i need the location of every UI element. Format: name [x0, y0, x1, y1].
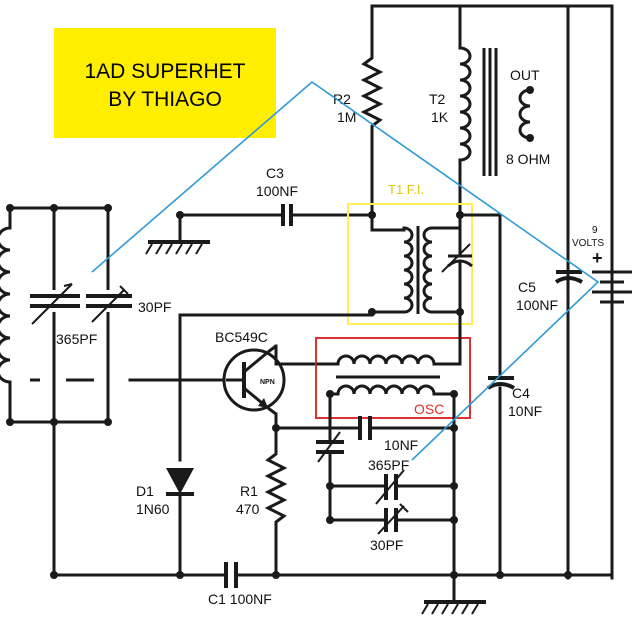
r1-resistor — [264, 426, 288, 577]
t1-label: T1 F.I. — [388, 182, 424, 197]
osc-cap-label: 10NF — [384, 437, 418, 453]
gang-link-line — [91, 80, 600, 461]
collector-wire — [274, 344, 320, 366]
r2-value: 1M — [337, 109, 356, 125]
r2-resistor — [360, 38, 384, 217]
loop-trimmer-label: 30PF — [138, 299, 171, 315]
c4-wire — [458, 213, 502, 378]
d1-value: 1N60 — [136, 501, 170, 517]
c3-name: C3 — [266, 165, 284, 181]
ground-symbol-main — [421, 600, 486, 615]
c5-name: C5 — [518, 279, 536, 295]
npn-label: NPN — [260, 379, 275, 386]
c4-value: 10NF — [508, 403, 542, 419]
osc-label: OSC — [414, 401, 444, 417]
osc-var-trim-label: 30PF — [370, 537, 403, 553]
bc549c-transistor — [222, 344, 286, 416]
osc-trimmer-left — [316, 392, 344, 522]
r1-value: 470 — [236, 501, 260, 517]
loop-main-label: 365PF — [56, 331, 97, 347]
battery — [592, 270, 632, 304]
osc-tuning-capacitor — [326, 469, 458, 505]
trimmer-capacitor-loop — [86, 285, 132, 323]
top-rail — [370, 4, 614, 580]
c1-capacitor — [224, 562, 238, 588]
tuning-capacitor-main — [30, 283, 80, 325]
c4-capacitor — [486, 376, 515, 577]
t2-name: T2 — [429, 91, 446, 107]
speaker-label: 8 OHM — [506, 151, 550, 167]
r2-name: R2 — [333, 91, 351, 107]
osc-trimmer-capacitor — [326, 503, 458, 535]
title-box — [54, 28, 276, 138]
r1-name: R1 — [240, 483, 258, 499]
out-label: OUT — [510, 67, 540, 83]
t1-transformer — [368, 211, 473, 316]
t1-return-wire — [178, 310, 374, 317]
battery-voltage: 9 — [592, 225, 598, 236]
osc-var-main-label: 365PF — [368, 457, 409, 473]
battery-plus: + — [592, 248, 603, 268]
title-line2: BY THIAGO — [108, 88, 222, 111]
c5-value: 100NF — [516, 297, 558, 313]
loop-antenna — [0, 204, 112, 426]
c5-capacitor — [554, 270, 583, 284]
c4-name: C4 — [512, 385, 530, 401]
transistor-label: BC549C — [215, 329, 268, 345]
d1-name: D1 — [136, 483, 154, 499]
c1-label: C1 100NF — [208, 591, 272, 607]
t2-transformer — [458, 38, 534, 177]
battery-unit: VOLTS — [572, 238, 604, 249]
t2-value: 1K — [431, 109, 449, 125]
c3-value: 100NF — [256, 183, 298, 199]
ground-symbol-left — [145, 213, 210, 255]
osc-box — [315, 337, 471, 419]
c3-capacitor — [176, 204, 376, 226]
title-line1: 1AD SUPERHET — [84, 60, 245, 83]
t1-if-box — [347, 203, 473, 325]
d1-diode — [166, 468, 194, 577]
